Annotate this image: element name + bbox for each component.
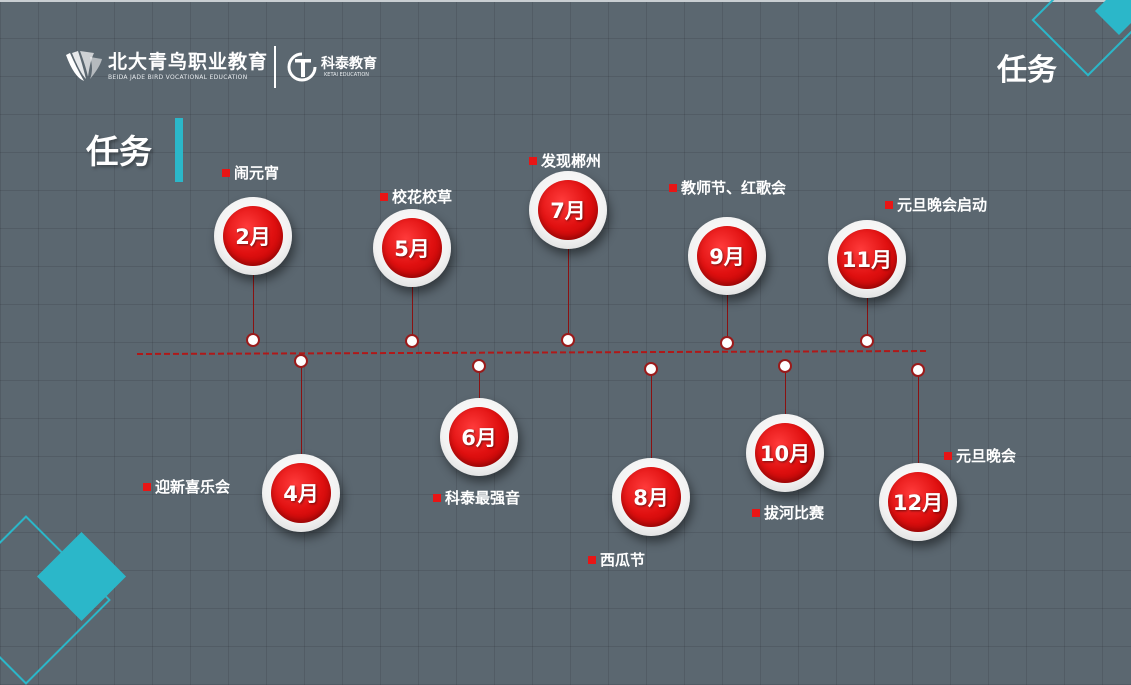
event-label-nov: 元旦晚会启动 <box>885 194 987 215</box>
month-badge-may: 5月 <box>373 209 451 287</box>
timeline-line <box>136 350 929 355</box>
event-label-dec: 元旦晚会 <box>944 445 1016 466</box>
timeline-node <box>860 334 874 348</box>
event-text: 校花校草 <box>392 188 453 206</box>
brand-name-cn: 北大青鸟职业教育 <box>108 51 269 73</box>
corner-title: 任务 <box>997 53 1057 88</box>
event-label-feb: 闹元宵 <box>222 162 279 183</box>
month-badge-nov: 11月 <box>828 220 906 298</box>
brand-header: 北大青鸟职业教育 BEIDA JADE BIRD VOCATIONAL EDUC… <box>64 44 377 90</box>
timeline-node <box>911 363 925 377</box>
timeline-node <box>778 359 792 373</box>
month-label: 7月 <box>538 180 598 240</box>
month-badge-feb: 2月 <box>214 197 292 275</box>
month-label: 10月 <box>755 423 815 483</box>
event-text: 闹元宵 <box>234 164 280 182</box>
bullet-square-icon <box>885 200 893 209</box>
bullet-square-icon <box>380 192 388 201</box>
month-label: 4月 <box>271 463 331 523</box>
month-badge-oct: 10月 <box>746 414 824 492</box>
event-text: 元旦晚会 <box>956 447 1017 465</box>
month-label: 12月 <box>888 472 948 532</box>
bullet-square-icon <box>433 493 441 502</box>
timeline-connector <box>412 282 413 341</box>
timeline-connector <box>568 245 569 340</box>
event-label-jul: 发现郴州 <box>529 150 601 171</box>
month-label: 11月 <box>837 229 897 289</box>
event-label-apr: 迎新喜乐会 <box>143 476 230 497</box>
event-text: 西瓜节 <box>600 551 646 569</box>
month-badge-apr: 4月 <box>262 454 340 532</box>
event-label-may: 校花校草 <box>380 186 452 207</box>
month-badge-jun: 6月 <box>440 398 518 476</box>
bullet-square-icon <box>752 508 760 517</box>
title-accent-bar <box>175 118 183 182</box>
timeline-node <box>246 333 260 347</box>
bullet-square-icon <box>944 451 952 460</box>
bullet-square-icon <box>143 482 151 491</box>
event-text: 科泰最强音 <box>445 489 521 507</box>
event-text: 发现郴州 <box>541 152 602 170</box>
timeline-connector <box>253 270 254 340</box>
event-text: 元旦晚会启动 <box>897 196 988 214</box>
bullet-square-icon <box>222 168 230 177</box>
page-title: 任务 <box>86 132 152 171</box>
timeline-connector <box>479 366 480 406</box>
ketai-logo-icon <box>287 52 317 82</box>
bullet-square-icon <box>529 156 537 165</box>
jade-bird-logo-icon <box>66 51 102 81</box>
timeline-connector <box>918 370 919 468</box>
timeline-node <box>561 333 575 347</box>
event-label-jun: 科泰最强音 <box>433 487 520 508</box>
event-label-aug: 西瓜节 <box>588 549 645 570</box>
month-label: 9月 <box>697 226 757 286</box>
timeline-connector <box>867 294 868 341</box>
bullet-square-icon <box>669 183 677 192</box>
top-border <box>0 0 1131 2</box>
partner-name-en: KETAI EDUCATION <box>324 71 370 78</box>
month-label: 8月 <box>621 467 681 527</box>
event-text: 迎新喜乐会 <box>155 478 231 496</box>
timeline-node <box>720 336 734 350</box>
month-badge-dec: 12月 <box>879 463 957 541</box>
month-badge-aug: 8月 <box>612 458 690 536</box>
timeline-node <box>294 354 308 368</box>
bullet-square-icon <box>588 555 596 564</box>
event-label-sep: 教师节、红歌会 <box>669 177 786 198</box>
brand-separator <box>274 46 277 88</box>
timeline-connector <box>785 366 786 416</box>
timeline-connector <box>651 369 652 463</box>
event-text: 教师节、红歌会 <box>681 179 787 197</box>
timeline-connector <box>301 361 302 461</box>
timeline-node <box>405 334 419 348</box>
timeline-node <box>472 359 486 373</box>
timeline-node <box>644 362 658 376</box>
month-label: 6月 <box>449 407 509 467</box>
month-badge-sep: 9月 <box>688 217 766 295</box>
event-text: 拔河比赛 <box>764 504 825 522</box>
partner-name-cn: 科泰教育 <box>321 55 378 72</box>
month-label: 2月 <box>223 206 283 266</box>
timeline-connector <box>727 290 728 343</box>
month-badge-jul: 7月 <box>529 171 607 249</box>
event-label-oct: 拔河比赛 <box>752 502 824 523</box>
month-label: 5月 <box>382 218 442 278</box>
brand-name-en: BEIDA JADE BIRD VOCATIONAL EDUCATION <box>108 74 248 81</box>
